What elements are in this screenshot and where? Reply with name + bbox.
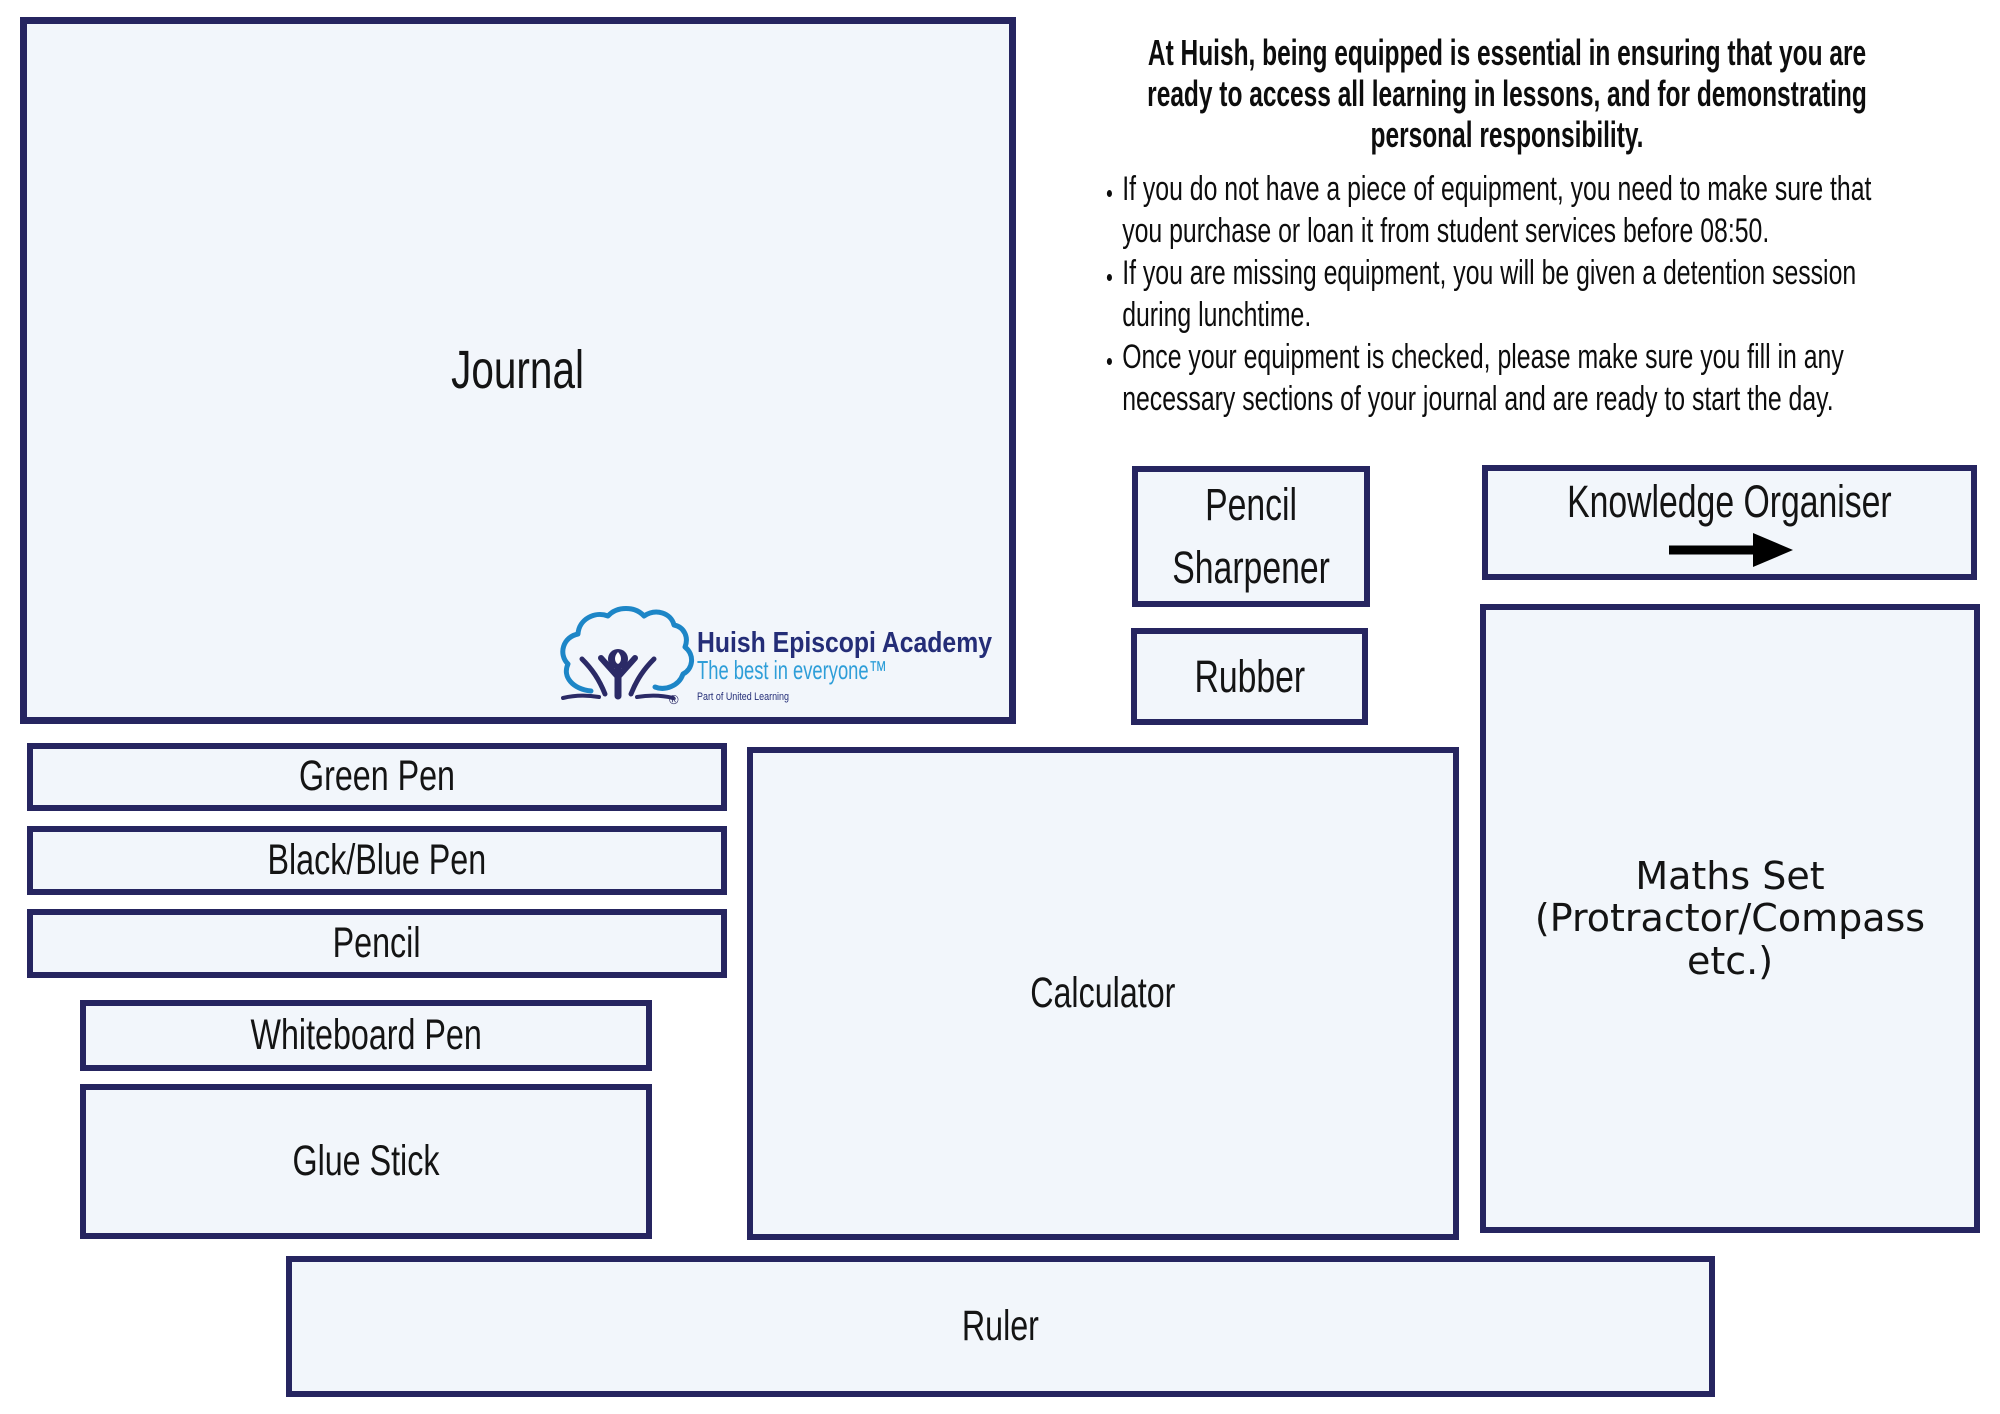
logo-subtext: Part of United Learning: [697, 691, 789, 703]
school-logo: ® Huish Episcopi Academy The best in eve…: [555, 603, 1005, 713]
green-pen-box: Green Pen: [27, 743, 727, 811]
notice-bullet: If you do not have a piece of equipment,…: [1122, 168, 1969, 252]
pencil-label: Pencil: [333, 918, 421, 967]
notice-bullet: If you are missing equipment, you will b…: [1122, 252, 1969, 336]
journal-box: Journal: [20, 17, 1016, 724]
rubber-label: Rubber: [1194, 650, 1305, 702]
green-pen-label: Green Pen: [299, 752, 455, 801]
rubber-box: Rubber: [1131, 628, 1368, 725]
calculator-box: Calculator: [747, 747, 1459, 1240]
ruler-box: Ruler: [286, 1256, 1715, 1397]
school-logo-graphic: ® Huish Episcopi Academy The best in eve…: [560, 606, 992, 707]
logo-org-name: Huish Episcopi Academy: [697, 627, 992, 659]
knowledge-organiser-label: Knowledge Organiser: [1567, 475, 1892, 527]
right-arrow-icon: [1668, 533, 1793, 568]
whiteboard-pen-label: Whiteboard Pen: [250, 1010, 482, 1059]
black-blue-pen-label: Black/Blue Pen: [267, 835, 487, 884]
glue-stick-box: Glue Stick: [80, 1084, 652, 1239]
maths-set-box: Maths Set (Protractor/Compass etc.): [1480, 604, 1980, 1233]
registered-mark: ®: [669, 692, 679, 707]
black-blue-pen-box: Black/Blue Pen: [27, 826, 727, 895]
logo-tagline: The best in everyone™: [697, 655, 887, 685]
tree-logo-icon: [560, 606, 694, 700]
pencil-box: Pencil: [27, 909, 727, 978]
calculator-label: Calculator: [1030, 968, 1176, 1017]
notice-bullets: If you do not have a piece of equipment,…: [1093, 168, 1969, 420]
knowledge-organiser-box: Knowledge Organiser: [1482, 465, 1977, 580]
pencil-sharpener-box: Pencil Sharpener: [1132, 466, 1370, 607]
glue-stick-label: Glue Stick: [292, 1136, 440, 1185]
journal-label: Journal: [451, 340, 585, 401]
notice-heading: At Huish, being equipped is essential in…: [1147, 32, 1867, 155]
pencil-sharpener-label: Pencil Sharpener: [1172, 479, 1330, 593]
notice-bullet: Once your equipment is checked, please m…: [1122, 336, 1969, 420]
maths-set-label: Maths Set (Protractor/Compass etc.): [1534, 853, 1926, 983]
whiteboard-pen-box: Whiteboard Pen: [80, 1000, 652, 1071]
ruler-label: Ruler: [961, 1301, 1040, 1350]
